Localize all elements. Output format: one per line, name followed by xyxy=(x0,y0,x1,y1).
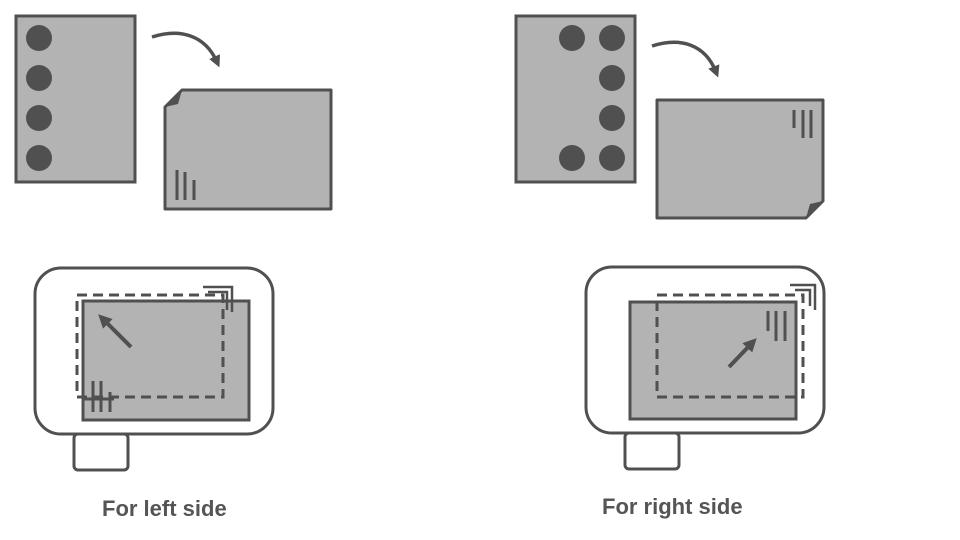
left-original-sheet xyxy=(14,14,137,184)
punch-hole-dot xyxy=(26,105,52,131)
punch-hole-dot xyxy=(26,25,52,51)
left-scanner xyxy=(33,266,275,472)
right-placed-sheet xyxy=(655,98,825,220)
curved-arrow-icon xyxy=(651,40,720,78)
curved-arrow-icon xyxy=(151,31,221,68)
caption-left-side: For left side xyxy=(102,496,227,521)
hole-marks-icon xyxy=(792,110,813,138)
hole-marks-icon xyxy=(175,170,196,200)
hole-marks-icon xyxy=(766,311,787,341)
punch-hole-dot xyxy=(599,25,625,51)
punch-hole-dot xyxy=(26,145,52,171)
scanner-button xyxy=(72,432,130,472)
hole-marks-icon xyxy=(84,381,114,412)
corner-guide-icon xyxy=(203,285,234,312)
punch-hole-dot xyxy=(26,65,52,91)
direction-arrow-icon xyxy=(98,314,133,349)
scan-area-dashed xyxy=(75,293,225,399)
punch-hole-dot xyxy=(599,145,625,171)
caption-right-side: For right side xyxy=(602,494,743,519)
punch-hole-dot xyxy=(559,145,585,171)
scanner-button xyxy=(623,431,681,471)
direction-arrow-icon xyxy=(727,338,757,369)
punch-hole-dot xyxy=(559,25,585,51)
corner-guide-icon-inner xyxy=(795,288,812,306)
right-scanner xyxy=(584,265,826,471)
folded-corner-icon xyxy=(806,201,823,218)
right-original-sheet xyxy=(514,14,637,184)
corner-guide-icon-inner xyxy=(208,290,229,310)
folded-corner-icon xyxy=(165,90,182,107)
punch-hole-dot xyxy=(599,105,625,131)
scan-area-dashed xyxy=(655,293,805,399)
right-side-group xyxy=(514,14,826,471)
document-on-glass xyxy=(628,300,798,421)
left-placed-sheet xyxy=(163,88,333,211)
punch-hole-dot xyxy=(599,65,625,91)
corner-guide-icon xyxy=(790,283,817,310)
left-side-group xyxy=(14,14,333,472)
